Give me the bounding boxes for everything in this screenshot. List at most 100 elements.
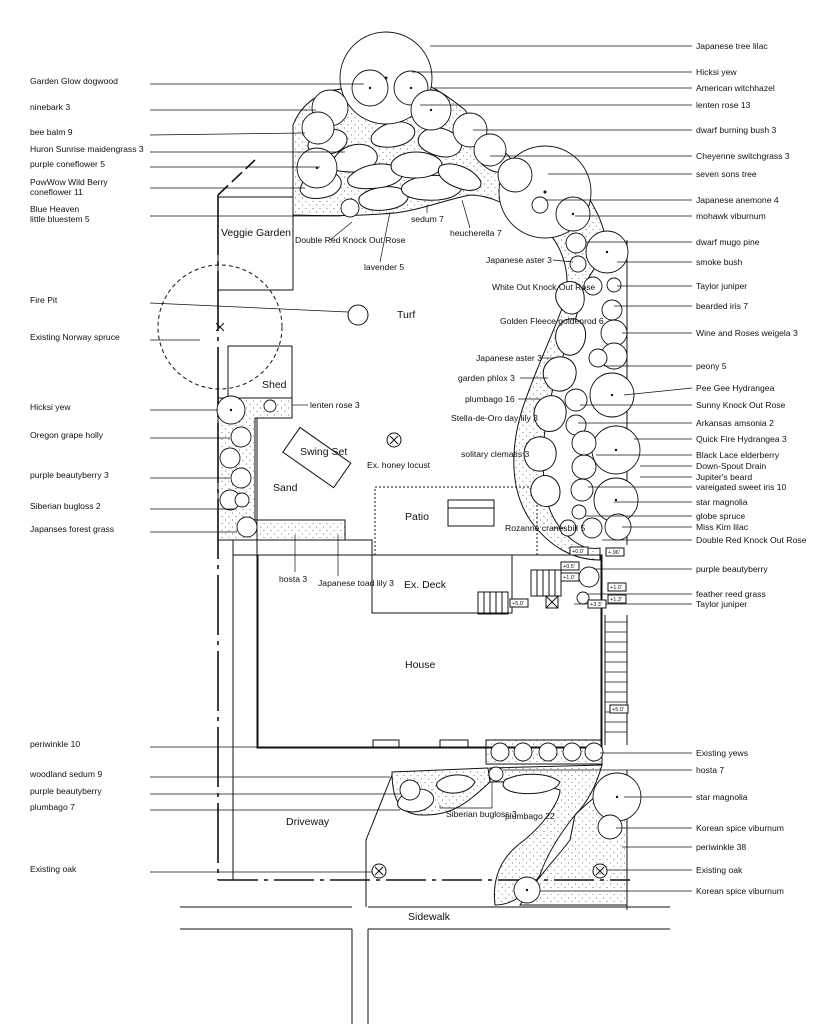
right-label: Japanese anemone 4: [696, 195, 779, 205]
elevation-label: +.96': [608, 550, 620, 556]
left-label: Siberian bugloss 2: [30, 501, 101, 511]
right-label: Jupiter's beard: [696, 472, 752, 482]
right-label: Existing yews: [696, 748, 748, 758]
ex-deck-label: Ex. Deck: [404, 579, 447, 591]
left-label: Huron Sunrise maidengrass 3: [30, 144, 144, 154]
right-label: peony 5: [696, 361, 727, 371]
elevation-label: +0.0': [572, 549, 584, 555]
elevation-label: +1.3': [610, 597, 622, 603]
deck-steps: [477, 569, 562, 615]
right-label: feather reed grass: [696, 589, 766, 599]
right-label: Hicksi yew: [696, 67, 737, 77]
left-label: woodland sedum 9: [29, 769, 102, 779]
area-labels: Veggie Garden Turf Shed Swing Set Sand P…: [221, 227, 451, 923]
swing-set-label: Swing Set: [300, 446, 347, 458]
sand-label: Sand: [273, 482, 298, 494]
purple-beautyberry-front: [399, 779, 421, 801]
left-label: plumbago 7: [30, 802, 75, 812]
left-label: ninebark 3: [30, 102, 70, 112]
left-label: Fire Pit: [30, 295, 58, 305]
right-label: Korean spice viburnum: [696, 823, 784, 833]
right-label: hosta 7: [696, 765, 724, 775]
veggie-garden: [217, 196, 294, 291]
right-label: Taylor juniper: [696, 599, 747, 609]
label-japanese-aster-1: Japanese aster 3: [486, 255, 552, 265]
left-label: Japanses forest grass: [30, 524, 114, 534]
left-label: purple coneflower 5: [30, 159, 105, 169]
label-lavender: lavender 5: [364, 262, 404, 272]
right-label: Miss Kim lilac: [696, 522, 749, 532]
right-label: star magnolia: [696, 497, 748, 507]
right-label: vareigated sweet iris 10: [696, 482, 787, 492]
dwarf-mugo-pine: [565, 232, 587, 254]
label-honey-locust: Ex. honey locust: [367, 460, 431, 470]
sunny-knock-out-rose: [564, 388, 588, 412]
patio: [374, 486, 538, 556]
right-label: Quick Fire Hydrangea 3: [696, 434, 787, 444]
right-label: Wine and Roses weigela 3: [696, 328, 798, 338]
elevation-label: +3.3': [590, 602, 602, 608]
elevation-label: +1.0': [610, 585, 622, 591]
right-label: purple beautyberry: [696, 564, 768, 574]
label-plumbago-22: plumbago 22: [505, 811, 555, 821]
taylor-juniper: [606, 277, 622, 293]
label-hosta-3: hosta 3: [279, 574, 307, 584]
right-label: Pee Gee Hydrangea: [696, 383, 775, 393]
right-label: Cheyenne switchgrass 3: [696, 151, 790, 161]
right-label: seven sons tree: [696, 169, 757, 179]
left-label: Hicksi yew: [30, 402, 71, 412]
right-label: Taylor juniper: [696, 281, 747, 291]
japanese-forest-grass: [236, 516, 258, 538]
siberian-bugloss-left: [234, 492, 250, 508]
right-label: Down-Spout Drain: [696, 461, 766, 471]
norway-spruce: [157, 264, 283, 390]
elevation-markers: +.96'+0.0'+0.5'+1.0'+1.0'+1.3'+5.0'+5.0'…: [509, 546, 629, 714]
inner-labels: sedum 7 heucherella 7 Double Red Knock O…: [279, 199, 604, 821]
globe-spruce: [571, 504, 587, 520]
label-clematis: solitary clematis 3: [461, 449, 530, 459]
left-label: Existing Norway spruce: [30, 332, 120, 342]
label-plumbago-16: plumbago 16: [465, 394, 515, 404]
right-label: smoke bush: [696, 257, 743, 267]
bearded-iris: [601, 299, 623, 321]
veggie-garden-label: Veggie Garden: [221, 227, 291, 239]
right-label: star magnolia: [696, 792, 748, 802]
elevation-label: +1.0': [563, 575, 575, 581]
peony: [588, 348, 608, 368]
right-label: Existing oak: [696, 865, 743, 875]
right-label: Japanese tree lilac: [696, 41, 768, 51]
label-double-red: Double Red Knock Out Rose: [295, 235, 406, 245]
label-sedum: sedum 7: [411, 214, 444, 224]
patio-label: Patio: [405, 511, 429, 523]
lenten-rose-left: [263, 399, 277, 413]
structures: [217, 196, 628, 907]
right-label: lenten rose 13: [696, 100, 751, 110]
left-label: purple beautyberry 3: [30, 470, 109, 480]
label-garden-phlox: garden phlox 3: [458, 373, 515, 383]
elevation-label: +5.0': [612, 707, 624, 713]
elevation-label: +5.0': [512, 601, 524, 607]
label-white-out: White Out Knock Out Rose: [492, 282, 595, 292]
swing-set: [282, 426, 352, 489]
existing-yews: [490, 742, 510, 762]
hosta: [488, 766, 504, 782]
house-label: House: [405, 659, 436, 671]
right-label: Sunny Knock Out Rose: [696, 400, 786, 410]
label-lenten-rose-3: lenten rose 3: [310, 400, 360, 410]
right-label: Black Lace elderberry: [696, 450, 780, 460]
driveway-label: Driveway: [286, 816, 330, 828]
left-label: Garden Glow dogwood: [30, 76, 118, 86]
right-label: Korean spice viburnum: [696, 886, 784, 896]
label-siberian-bugloss-3: Siberian bugloss 3: [446, 809, 517, 819]
house: [233, 539, 603, 749]
fire-pit: [347, 304, 369, 326]
right-label: American witchhazel: [696, 83, 775, 93]
driveway: [365, 774, 393, 907]
right-label: periwinkle 38: [696, 842, 746, 852]
sidewalk-label: Sidewalk: [408, 911, 451, 923]
